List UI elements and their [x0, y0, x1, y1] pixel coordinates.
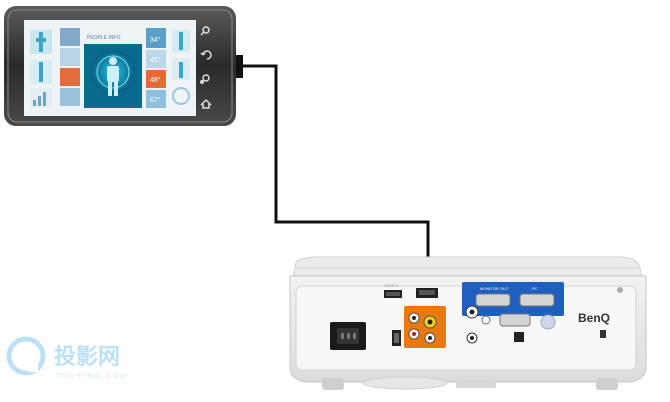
- stat-1: 34°: [150, 36, 161, 44]
- person-figure-icon: [107, 57, 119, 96]
- svg-text:PC: PC: [532, 286, 538, 291]
- blue-io-panel: MONITOR OUT PC: [462, 282, 564, 319]
- stat-3: 48°: [150, 76, 161, 84]
- usb-port: [392, 330, 401, 346]
- screen-header: PEOPLE INFO: [87, 35, 120, 41]
- brand-logo: BenQ: [578, 311, 610, 325]
- menu-icon: [200, 74, 210, 84]
- phone-screen: PEOPLE INFO 34° 45° 48° 67°: [24, 20, 196, 116]
- rs232-port: [499, 313, 531, 327]
- kensington-lock: [600, 330, 606, 338]
- stat-2: 45°: [150, 56, 161, 64]
- watermark: 投影网 TOUYING.COM: [6, 336, 128, 380]
- lan-port: [514, 332, 524, 342]
- projector: HDMI 1 MONITOR OUT PC: [289, 256, 647, 390]
- screw-top-right: [617, 287, 623, 293]
- foot-right: [596, 378, 618, 390]
- home-icon: [200, 98, 212, 109]
- watermark-domain: TOUYING.COM: [56, 373, 128, 380]
- phone-buttons: [200, 26, 212, 109]
- stat-4: 67°: [150, 96, 161, 104]
- svg-text:HDMI 1: HDMI 1: [384, 283, 398, 288]
- search-icon: [200, 26, 210, 36]
- screen-stat-tiles: 34° 45° 48° 67°: [146, 28, 166, 108]
- svg-text:MONITOR OUT: MONITOR OUT: [480, 286, 509, 291]
- video-port-block: [404, 306, 446, 348]
- smartphone: PEOPLE INFO 34° 45° 48° 67°: [4, 6, 236, 126]
- screen-tiles-left: [60, 28, 80, 106]
- ac-power-inlet: [330, 322, 366, 350]
- watermark-logo-icon: [6, 336, 46, 376]
- cable-plug-phone: [233, 55, 243, 78]
- watermark-name: 投影网: [54, 345, 120, 370]
- screen-left-icons: [30, 30, 52, 108]
- hdmi-port-1: HDMI 1: [384, 283, 402, 298]
- hdmi-cable: [242, 64, 430, 288]
- back-icon: [200, 50, 212, 60]
- foot-left: [322, 378, 344, 390]
- screen-right-icons: [172, 30, 190, 105]
- hdmi-port-2: [416, 288, 438, 298]
- ir-sensor: [540, 314, 556, 330]
